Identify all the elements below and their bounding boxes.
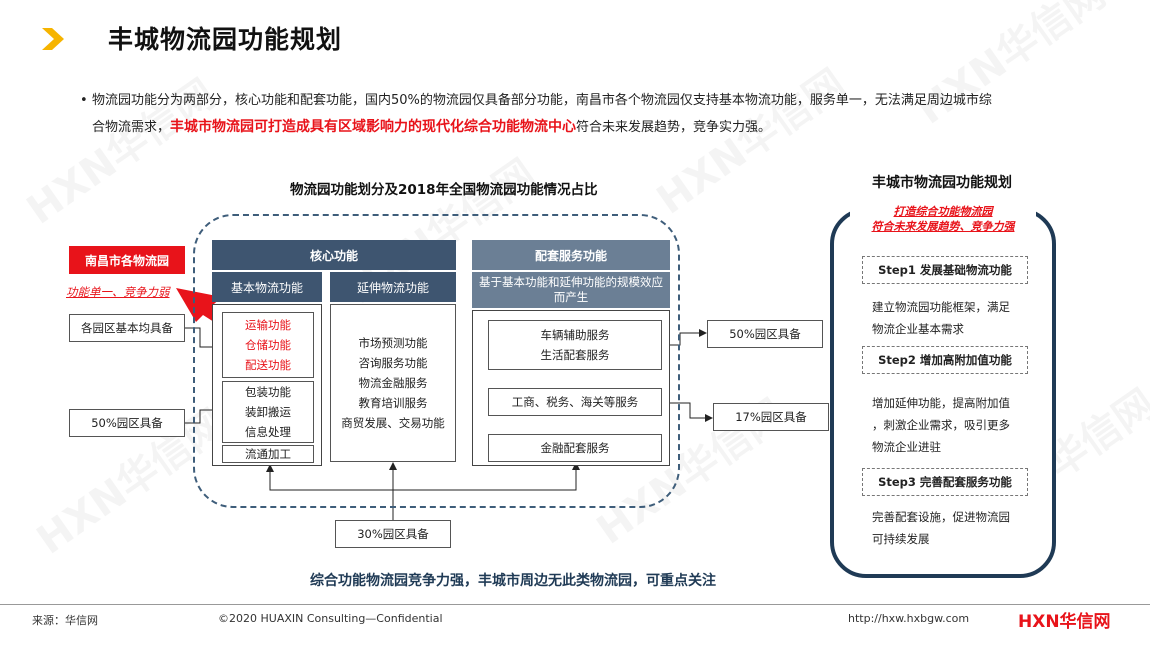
support-box-gov: 工商、税务、海关等服务	[488, 388, 662, 416]
footer-divider	[0, 604, 1150, 605]
support-box-finance: 金融配套服务	[488, 434, 662, 462]
function-storage: 仓储功能	[245, 338, 291, 352]
step3-label: Step3 完善配套服务功能	[862, 468, 1028, 496]
basic-black-functions: 包装功能 装卸搬运 信息处理	[222, 381, 314, 443]
basic-header: 基本物流功能	[212, 272, 322, 302]
function-finance: 物流金融服务	[358, 376, 428, 390]
nanchang-note: 功能单一、竞争力弱	[66, 285, 170, 299]
function-consulting: 咨询服务功能	[358, 356, 428, 370]
conclusion: 综合功能物流园竞争力强，丰城市周边无此类物流园，可重点关注	[310, 573, 716, 589]
chevron-right-icon	[42, 28, 64, 50]
step2-label: Step2 增加高附加值功能	[862, 346, 1028, 374]
extend-functions-panel: 市场预测功能 咨询服务功能 物流金融服务 教育培训服务 商贸发展、交易功能	[330, 304, 456, 462]
step1-desc-line: 物流企业基本需求	[872, 322, 964, 336]
intro-line2-pre: 合物流需求，	[92, 120, 171, 135]
functions-group	[193, 214, 680, 508]
logo-text: HXN华信网	[1018, 612, 1111, 632]
footer-logo: HXN华信网	[1018, 607, 1111, 632]
footer-copyright: ©2020 HUAXIN Consulting—Confidential	[218, 612, 443, 625]
support-vehicle: 车辆辅助服务	[540, 328, 610, 342]
basic-red-functions: 运输功能 仓储功能 配送功能	[222, 312, 314, 378]
page-title: 丰城物流园功能规划	[108, 25, 343, 54]
step2-desc-line: 物流企业进驻	[872, 440, 941, 454]
plan-subtitle: 打造综合功能物流园 符合未来发展趋势、竞争力强	[850, 204, 1036, 238]
function-packaging: 包装功能	[245, 385, 291, 399]
step1-label: Step1 发展基础物流功能	[862, 256, 1028, 284]
function-handling: 装卸搬运	[245, 405, 291, 419]
step1-desc: 建立物流园功能框架，满足 物流企业基本需求	[872, 296, 1010, 340]
function-processing: 流通加工	[222, 445, 314, 463]
step3-desc-line: 可持续发展	[872, 532, 930, 546]
step2-desc-line: ，刺激企业需求，吸引更多	[872, 418, 1010, 432]
nanchang-label: 南昌市各物流园	[69, 246, 185, 274]
plan-title: 丰城市物流园功能规划	[872, 175, 1012, 191]
step2-desc: 增加延伸功能，提高附加值 ，刺激企业需求，吸引更多 物流企业进驻	[872, 392, 1010, 458]
function-info: 信息处理	[245, 425, 291, 439]
input-50-parks: 50%园区具备	[69, 409, 185, 437]
function-trade: 商贸发展、交易功能	[341, 416, 445, 430]
output-17-parks: 17%园区具备	[713, 403, 829, 431]
step3-desc: 完善配套设施，促进物流园 可持续发展	[872, 506, 1010, 550]
step1-desc-line: 建立物流园功能框架，满足	[872, 300, 1010, 314]
footer-source: 来源：华信网	[32, 614, 98, 627]
footer-url[interactable]: http://hxw.hxbgw.com	[848, 612, 970, 625]
intro-paragraph: • 物流园功能分为两部分，核心功能和配套功能，国内50%的物流园仅具备部分功能，南…	[80, 88, 1080, 141]
output-30-parks: 30%园区具备	[335, 520, 451, 548]
intro-line2-post: 符合未来发展趋势，竞争实力强。	[576, 120, 772, 135]
support-header: 配套服务功能	[472, 240, 670, 270]
core-header: 核心功能	[212, 240, 456, 270]
function-transport: 运输功能	[245, 318, 291, 332]
input-all-parks: 各园区基本均具备	[69, 314, 185, 342]
plan-subtitle-line2: 符合未来发展趋势、竞争力强	[871, 220, 1015, 233]
support-living: 生活配套服务	[540, 348, 610, 362]
intro-line1: 物流园功能分为两部分，核心功能和配套功能，国内50%的物流园仅具备部分功能，南昌…	[92, 93, 992, 108]
step3-desc-line: 完善配套设施，促进物流园	[872, 510, 1010, 524]
bullet-icon: •	[80, 93, 88, 108]
plan-subtitle-line1: 打造综合功能物流园	[893, 205, 993, 218]
diagram-title: 物流园功能划分及2018年全国物流园功能情况占比	[290, 182, 598, 198]
output-50-parks: 50%园区具备	[707, 320, 823, 348]
support-subheader: 基于基本功能和延伸功能的规模效应而产生	[472, 272, 670, 308]
extend-header: 延伸物流功能	[330, 272, 456, 302]
support-box-vehicle: 车辆辅助服务 生活配套服务	[488, 320, 662, 370]
function-training: 教育培训服务	[358, 396, 428, 410]
intro-highlight: 丰城市物流园可打造成具有区域影响力的现代化综合功能物流中心	[170, 119, 577, 135]
step2-desc-line: 增加延伸功能，提高附加值	[872, 396, 1010, 410]
function-delivery: 配送功能	[245, 358, 291, 372]
function-forecast: 市场预测功能	[358, 336, 428, 350]
